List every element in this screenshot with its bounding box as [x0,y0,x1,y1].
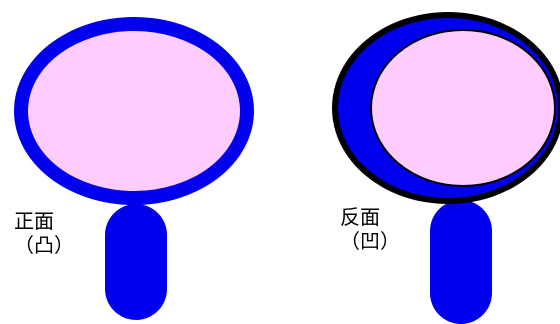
front-mirror-label: 正面 （凸） [14,209,74,257]
front-mirror-glass [28,31,240,191]
back-mirror-label: 反面 （凹） [340,205,400,253]
back-mirror-glass [371,30,555,186]
front-mirror-handle [105,204,167,320]
back-mirror-handle [430,200,492,324]
front-mirror-label-side: 正面 [14,209,74,233]
back-mirror-label-side: 反面 [340,205,400,229]
front-mirror [14,17,254,320]
back-mirror [332,12,560,324]
back-mirror-label-shape: （凹） [340,229,400,253]
front-mirror-label-shape: （凸） [14,233,74,257]
